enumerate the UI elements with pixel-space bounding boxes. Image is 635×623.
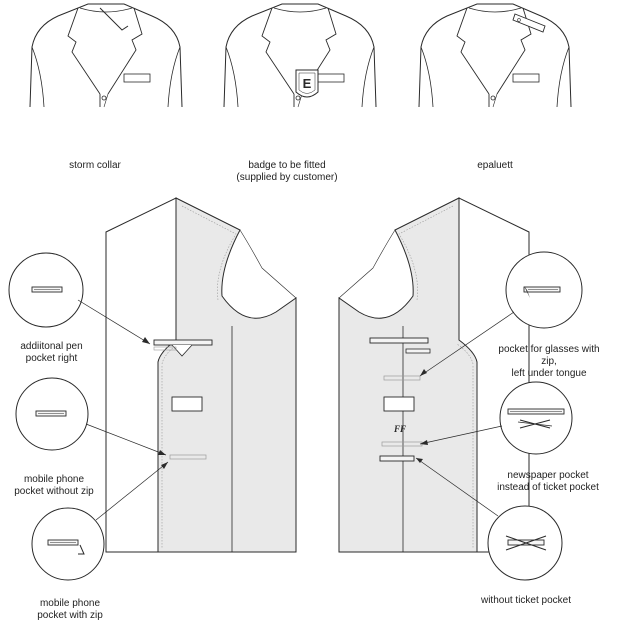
detail-circle-no-ticket (487, 505, 563, 581)
left-phone-pocket (169, 454, 207, 460)
left-card-pocket (171, 396, 203, 412)
zip-pull-icon (78, 544, 85, 555)
label-epaulette: epaluett (477, 160, 513, 171)
label-badge: badge to be fitted (supplied by customer… (236, 160, 338, 183)
left-pen-pocket-welt (153, 339, 213, 357)
detail-circle-newspaper (499, 381, 573, 455)
right-lining (338, 197, 478, 553)
detail-circle-pen-pocket (8, 252, 84, 328)
jacket-epaulette (418, 3, 572, 108)
jacket-badge: E (223, 3, 377, 108)
zip-pull-icon (524, 286, 530, 298)
label-storm-collar: storm collar (69, 160, 121, 171)
detail-circle-glasses (505, 251, 583, 329)
right-card-pocket (383, 396, 415, 412)
detail-circle-phone-zip (31, 507, 105, 581)
detail-circle-phone-no-zip (15, 377, 89, 451)
label-glasses-pocket: pocket for glasses with zip, left under … (498, 344, 600, 379)
right-pen-pocket (405, 348, 431, 354)
label-phone-pocket-no-zip: mobile phone pocket without zip (14, 474, 94, 497)
label-no-ticket-pocket: without ticket pocket (480, 595, 572, 606)
badge-letter: E (303, 76, 312, 91)
storm-collar-tab (99, 7, 129, 31)
badge-shield (295, 69, 319, 98)
right-ticket-pocket (379, 455, 415, 462)
label-pen-pocket: addiitonal pen pocket right (20, 341, 83, 364)
brand-logo-mark: FF (393, 424, 406, 434)
label-phone-pocket-zip: mobile phone pocket with zip (37, 598, 103, 621)
label-newspaper-pocket: newspaper pocket instead of ticket pocke… (497, 470, 599, 493)
right-glasses-pocket (383, 375, 421, 381)
cross-out-icon (505, 535, 547, 551)
leader-arrowheads (142, 337, 428, 469)
leader-lines (77, 299, 515, 521)
epaulette-strap (512, 13, 546, 33)
jacket-storm-collar (29, 3, 183, 108)
right-breast-pocket-welt (369, 337, 429, 344)
left-lining (157, 197, 297, 553)
open-jacket: FF (105, 197, 530, 553)
